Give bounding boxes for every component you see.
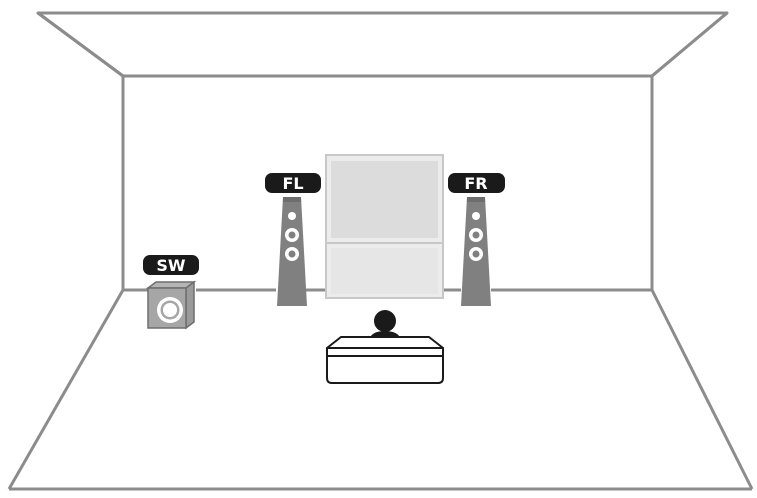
tv-screen-icon [325, 154, 444, 299]
subwoofer-speaker: SW [143, 255, 199, 330]
room-outline [7, 11, 754, 491]
floor-right-edge [650, 289, 754, 490]
speaker-label-fr: FR [448, 173, 505, 193]
subwoofer-icon [145, 280, 197, 330]
fr-label-text: FR [464, 174, 487, 193]
tower-speaker-icon [461, 197, 491, 306]
sofa-body [326, 347, 444, 384]
left-wall-top [37, 11, 124, 78]
floor-left-edge [7, 289, 125, 490]
ceiling [36, 11, 729, 78]
sw-label-text: SW [156, 256, 186, 275]
speaker-label-sw: SW [143, 255, 199, 275]
right-wall-top [651, 11, 728, 78]
fl-label-text: FL [282, 174, 303, 193]
front-right-speaker: FR [448, 173, 505, 306]
person-on-sofa-icon [326, 310, 444, 384]
sofa-back [326, 336, 444, 349]
tower-speaker-icon [277, 197, 307, 306]
speaker-label-fl: FL [265, 173, 321, 193]
front-left-speaker: FL [265, 173, 321, 306]
